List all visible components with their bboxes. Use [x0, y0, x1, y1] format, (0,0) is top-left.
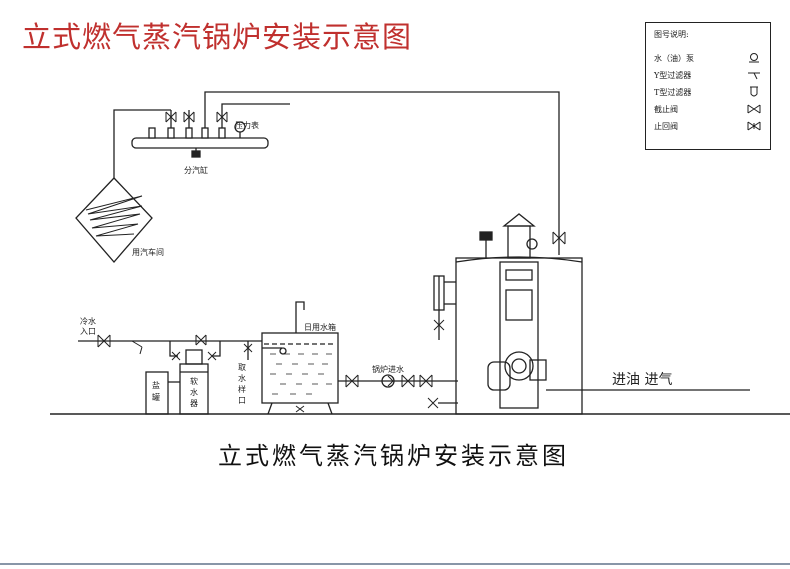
pump-icon: [749, 53, 759, 63]
legend-item-globe-valve: 截止阀: [654, 104, 764, 116]
legend-label: Y型过滤器: [654, 71, 692, 80]
diagram-caption: 立式燃气蒸汽锅炉安装示意图: [218, 442, 569, 470]
cold-water-label-2: 入口: [80, 327, 96, 336]
cold-water-label-1: 冷水: [80, 316, 96, 326]
drain-valve: [427, 397, 439, 409]
steam-branch-right: [221, 103, 290, 112]
steam-header-label: 分汽缸: [184, 165, 208, 175]
legend-item-pump: 水（油）泵: [654, 53, 764, 65]
softener-label-1: 软: [190, 376, 198, 386]
footer-divider: [0, 563, 790, 565]
fuel-gas-label: 进油 进气: [612, 372, 672, 388]
salt-tank: [145, 371, 169, 415]
sample-label-1: 取: [238, 363, 246, 372]
steam-to-user-pipe: [113, 109, 171, 178]
water-tank-label: 日用水箱: [304, 322, 336, 332]
y-filter-icon: [748, 72, 760, 80]
legend-label: T型过滤器: [654, 88, 692, 97]
globe-valve-icon: [747, 104, 761, 114]
feed-pump: [381, 374, 395, 388]
legend-label: 止回阀: [654, 122, 678, 131]
salt-tank-label-2: 罐: [152, 392, 160, 402]
softener-label-2: 水: [190, 387, 198, 397]
page-title: 立式燃气蒸汽锅炉安装示意图: [22, 20, 413, 54]
steam-user-coil: [75, 177, 153, 263]
legend-title: 图号说明:: [654, 30, 689, 39]
steam-user-label: 用汽车间: [132, 247, 164, 257]
salt-tank-label-1: 盐: [152, 380, 160, 390]
feed-check-valve: [401, 374, 415, 388]
sample-label-2: 水: [238, 373, 246, 383]
check-valve-icon: [747, 121, 761, 131]
steam-main-pipe: [204, 91, 560, 255]
water-tank-vessel: [261, 301, 339, 415]
legend-item-check-valve: 止回阀: [654, 121, 764, 133]
softener-label-3: 器: [190, 399, 198, 408]
sample-label-3: 样: [238, 384, 246, 394]
t-filter-icon: [750, 86, 758, 97]
pressure-gauge-label: 压力表: [235, 120, 259, 130]
y-strainer: [131, 340, 143, 355]
legend-label: 截止阀: [654, 105, 678, 114]
sample-label-4: 口: [238, 396, 246, 405]
legend-item-t-filter: T型过滤器: [654, 86, 764, 99]
boiler-feed-label: 锅炉进水: [372, 364, 404, 374]
softener-vessel: [179, 349, 209, 415]
inlet-valve: [97, 334, 111, 348]
legend-box: 图号说明: 水（油）泵 Y型过滤器 T型过滤器 截止阀: [645, 22, 771, 150]
main-steam-valve: [552, 231, 566, 245]
feed-valve-1: [345, 374, 359, 388]
boiler-vessel: [433, 213, 583, 415]
legend-item-y-filter: Y型过滤器: [654, 70, 764, 82]
feed-valve-2: [419, 374, 433, 388]
steam-header: [131, 110, 269, 158]
legend-label: 水（油）泵: [654, 54, 694, 63]
